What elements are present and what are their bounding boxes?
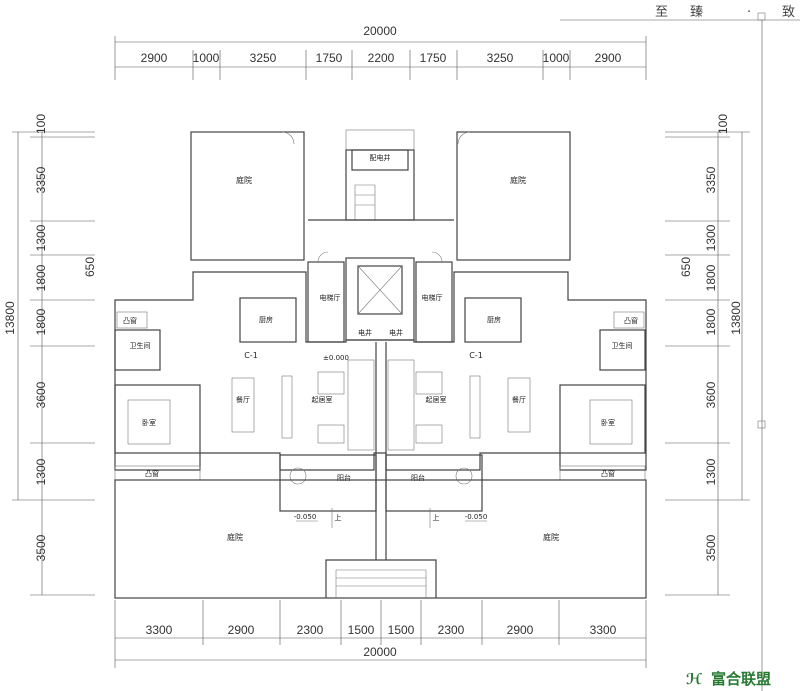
elevator-hall-left-label: 电梯厅: [320, 293, 341, 302]
garden-bottom-left-label: 庭院: [227, 532, 243, 542]
right-dim-5: 1800: [704, 308, 718, 335]
unit-left-label: C-1: [244, 351, 258, 360]
left-dim-4: 1800: [34, 264, 48, 291]
balcony-left-label: 阳台: [337, 473, 351, 482]
right-dim-3: 1300: [704, 224, 718, 251]
watermark-logo: ℋ 富合联盟: [686, 670, 771, 688]
bottom-dim-1: 3300: [146, 623, 173, 637]
top-dim-5: 2200: [368, 51, 395, 65]
logo-text: 富合联盟: [711, 670, 771, 688]
right-dim-6: 3600: [704, 381, 718, 408]
logo-mark-icon: ℋ: [686, 670, 702, 688]
right-total-dim: 13800: [729, 301, 743, 335]
left-dim-1: 100: [34, 114, 48, 134]
left-total-dim: 13800: [3, 301, 17, 335]
header-dot: ·: [747, 5, 751, 20]
up-arrow-right-label: 上: [433, 513, 440, 522]
left-dim-8: 3500: [34, 534, 48, 561]
left-dim-6: 3600: [34, 381, 48, 408]
bottom-dim-2: 2900: [228, 623, 255, 637]
bay-bottom-right-label: 凸窗: [601, 469, 615, 478]
bay-top-left-label: 凸窗: [123, 316, 137, 325]
left-dim-extra: 650: [83, 257, 97, 277]
balcony-right-label: 阳台: [411, 473, 425, 482]
top-total-dim: 20000: [363, 24, 397, 38]
right-dim-extra: 650: [679, 257, 693, 277]
top-dim-7: 3250: [487, 51, 514, 65]
bottom-dim-3: 2300: [297, 623, 324, 637]
right-dim-7: 1300: [704, 458, 718, 485]
bottom-dim-7: 2900: [507, 623, 534, 637]
bay-top-right-label: 凸窗: [624, 316, 638, 325]
right-dim-2: 3350: [704, 166, 718, 193]
bay-bottom-left-label: 凸窗: [145, 469, 159, 478]
elevation-label: ±0.000: [323, 354, 349, 362]
garden-bottom-right-label: 庭院: [543, 532, 559, 542]
right-dimension-chain: 100 3350 1300 1800 1800 3600 1300 3500 6…: [665, 114, 750, 596]
bottom-dim-5: 1500: [388, 623, 415, 637]
living-right-label: 起居室: [426, 395, 447, 404]
dining-left-label: 餐厅: [236, 395, 250, 404]
shaft-right-label: 电井: [389, 328, 403, 337]
bottom-dim-6: 2300: [438, 623, 465, 637]
bath-left-label: 卫生间: [130, 341, 151, 350]
dining-right-label: 餐厅: [512, 395, 526, 404]
garden-top-left-label: 庭院: [236, 175, 252, 185]
left-dimension-chain: 100 3350 1300 1800 1800 3600 1300 3500 6…: [3, 114, 97, 596]
left-dim-3: 1300: [34, 224, 48, 251]
kitchen-left-label: 厨房: [259, 315, 273, 324]
up-arrow-left-label: 上: [335, 513, 342, 522]
shaft-left-label: 电井: [358, 328, 372, 337]
top-dim-9: 2900: [595, 51, 622, 65]
header-text-mid: 臻: [690, 5, 703, 20]
bath-right-label: 卫生间: [612, 341, 633, 350]
living-left-label: 起居室: [312, 395, 333, 404]
distribution-shaft-label: 配电井: [370, 153, 391, 162]
top-dim-6: 1750: [420, 51, 447, 65]
top-dim-1: 2900: [141, 51, 168, 65]
kitchen-right-label: 厨房: [487, 315, 501, 324]
right-dim-4: 1800: [704, 264, 718, 291]
left-dim-7: 1300: [34, 458, 48, 485]
bottom-total-dim: 20000: [363, 645, 397, 659]
header-text-left: 至: [655, 5, 668, 20]
wall-lines: [114, 129, 647, 599]
right-dim-8: 3500: [704, 534, 718, 561]
bottom-dim-8: 3300: [590, 623, 617, 637]
selection-handle-top[interactable]: [757, 12, 766, 21]
bottom-dimension-chain: 3300 2900 2300 1500 1500 2300 2900 3300 …: [114, 600, 647, 668]
level-mark-left-label: -0.050: [294, 513, 317, 521]
garden-top-right-label: 庭院: [510, 175, 526, 185]
top-dim-8: 1000: [543, 51, 570, 65]
left-dim-5: 1800: [34, 308, 48, 335]
bottom-dim-4: 1500: [348, 623, 375, 637]
right-dim-1: 100: [716, 114, 730, 134]
bedroom-left-label: 卧室: [142, 418, 156, 427]
elevator-hall-right-label: 电梯厅: [422, 293, 443, 302]
top-dim-3: 3250: [250, 51, 277, 65]
bedroom-right-label: 卧室: [601, 418, 615, 427]
top-dim-4: 1750: [316, 51, 343, 65]
unit-right-label: C-1: [469, 351, 483, 360]
top-dim-2: 1000: [193, 51, 220, 65]
top-dimension-chain: 20000 2900 1000 3250 1750 2200 1750 3250…: [114, 24, 647, 80]
header-text-right: 致: [782, 5, 795, 20]
left-dim-2: 3350: [34, 166, 48, 193]
level-mark-right-label: -0.050: [465, 513, 488, 521]
selection-handle-middle[interactable]: [757, 420, 766, 429]
